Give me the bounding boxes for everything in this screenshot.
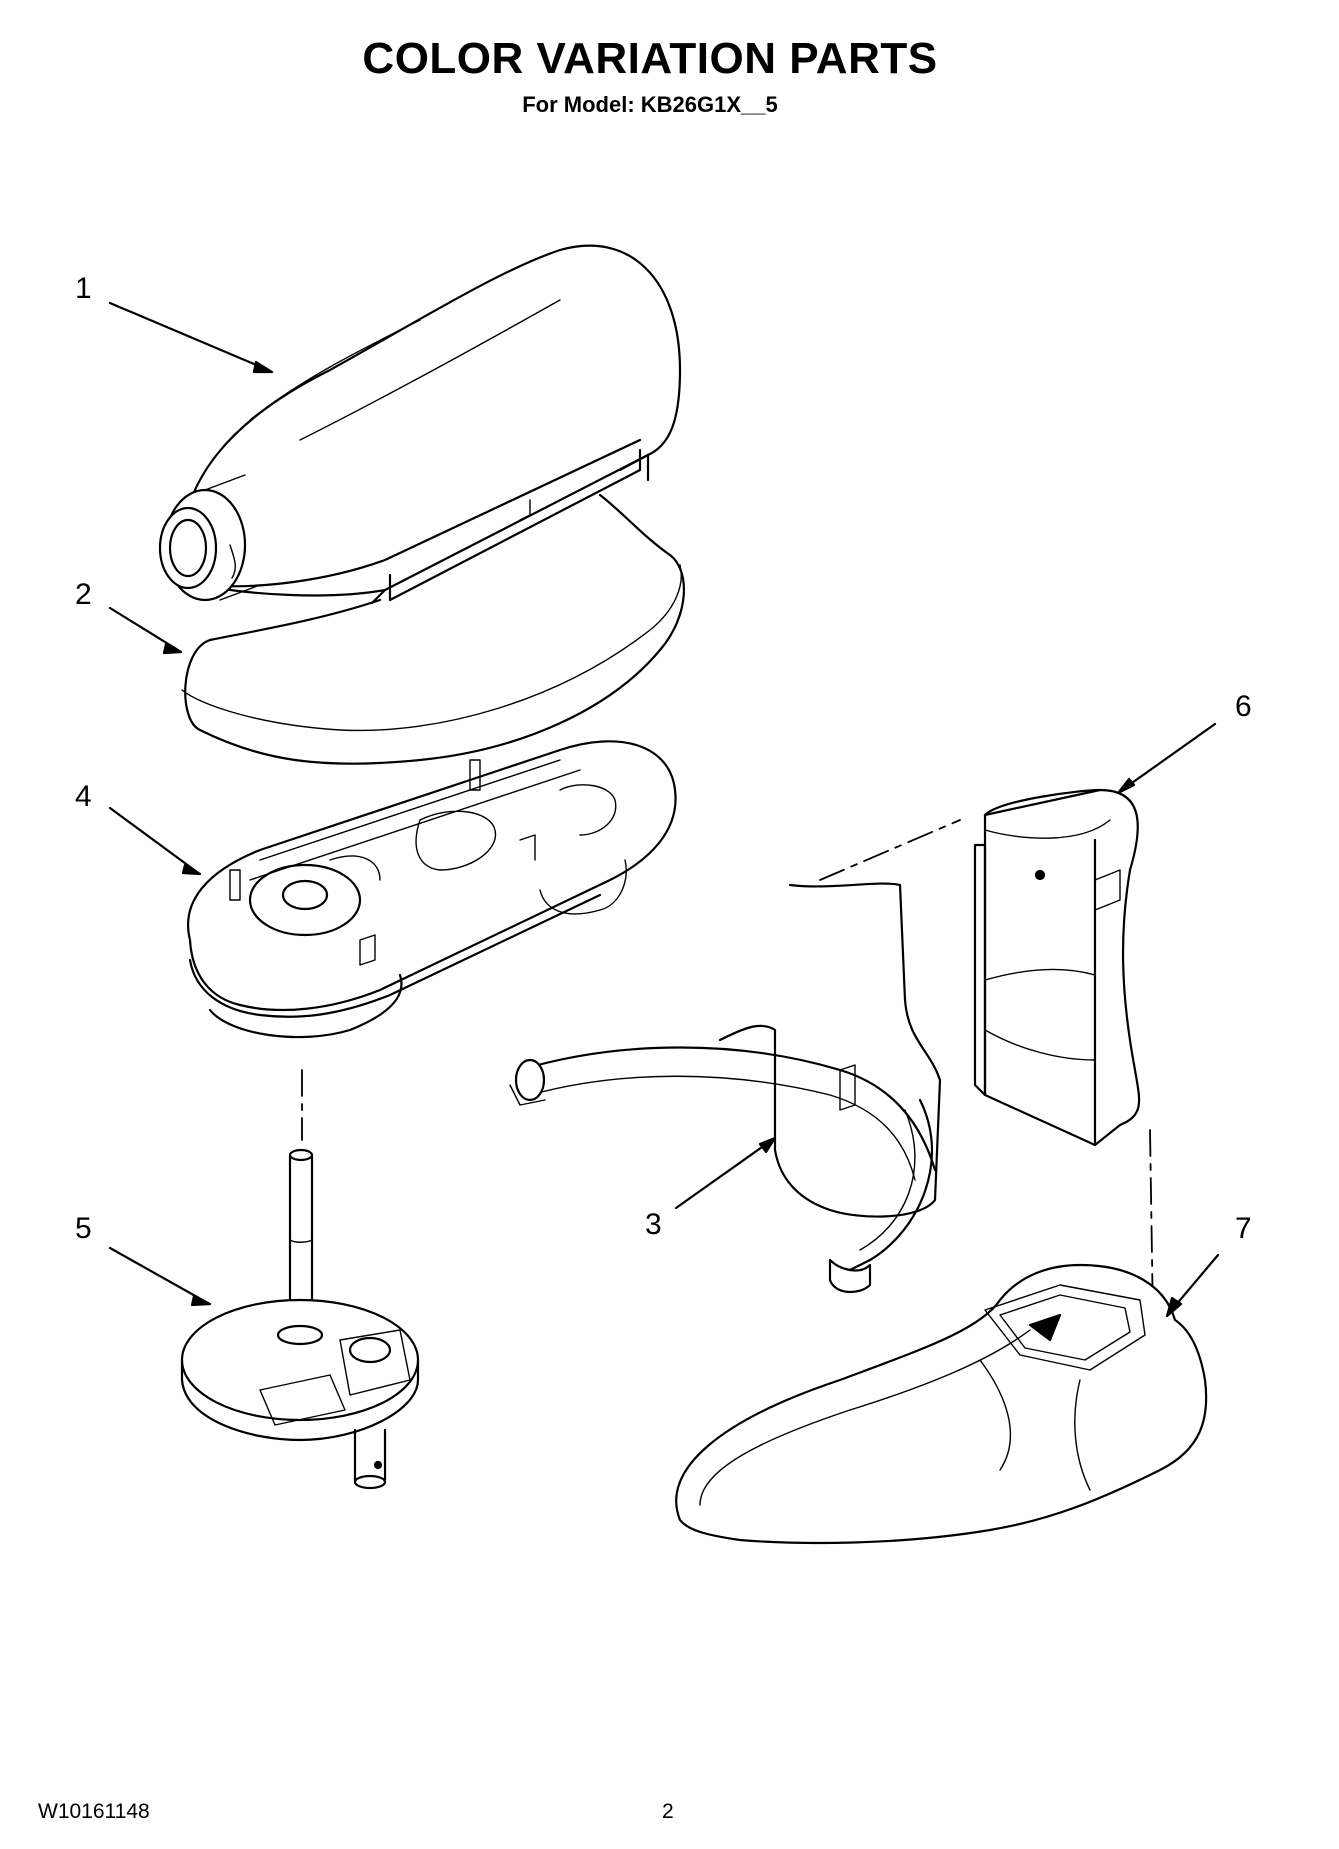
part-2-trim-band — [181, 493, 686, 765]
part-1-motor-housing — [158, 244, 682, 605]
callout-5: 5 — [75, 1212, 92, 1245]
document-number: W10161148 — [38, 1800, 150, 1823]
callout-leaders — [108, 301, 1220, 1318]
model-subtitle: For Model: KB26G1X__5 — [522, 92, 778, 117]
callout-3: 3 — [645, 1208, 662, 1241]
part-3-bowl-support — [509, 882, 942, 1293]
callout-6: 6 — [1235, 690, 1252, 723]
part-6-column — [973, 788, 1141, 1147]
assembly-line-3-6 — [819, 819, 961, 881]
callout-1: 1 — [75, 272, 92, 305]
callout-2: 2 — [75, 578, 92, 611]
callout-4: 4 — [75, 780, 92, 813]
part-5-planetary-assembly — [180, 1148, 420, 1490]
part-7-base — [675, 1263, 1208, 1545]
part-4-gear-housing — [187, 740, 677, 1039]
callout-7: 7 — [1235, 1212, 1252, 1245]
page-number: 2 — [662, 1800, 674, 1823]
page-title: COLOR VARIATION PARTS — [362, 34, 938, 83]
